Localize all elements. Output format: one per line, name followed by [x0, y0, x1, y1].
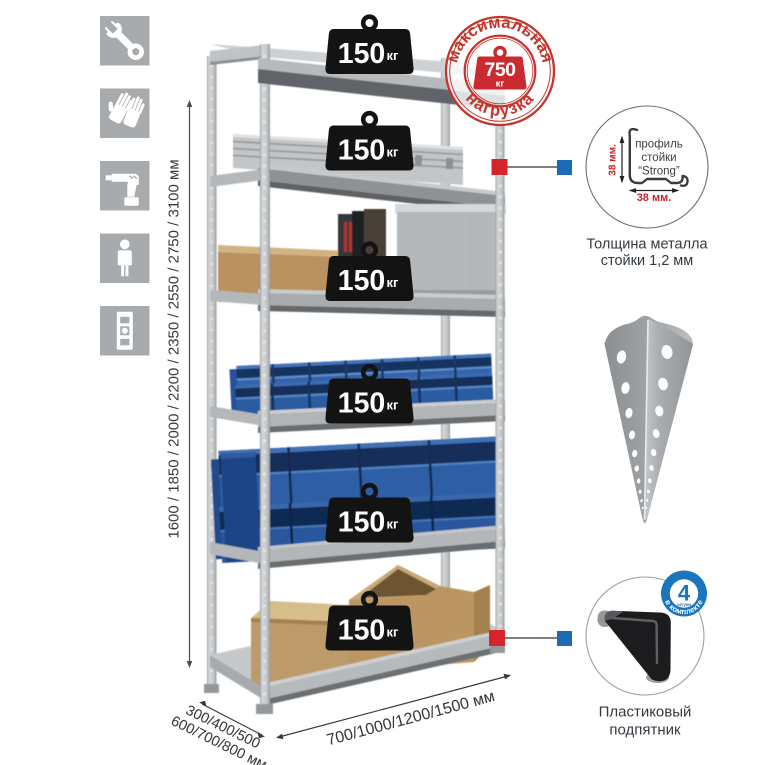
svg-text:38 мм.: 38 мм. — [637, 192, 672, 204]
svg-text:стойки: стойки — [641, 152, 676, 164]
svg-text:стойки 1,2 мм: стойки 1,2 мм — [601, 253, 694, 269]
svg-text:Толщина металла: Толщина металла — [586, 237, 708, 253]
svg-text:Пластиковый: Пластиковый — [599, 704, 692, 721]
svg-text:подпятник: подпятник — [609, 722, 681, 739]
svg-text:4: 4 — [678, 581, 691, 606]
svg-text:“Strong”: “Strong” — [638, 166, 680, 178]
svg-text:штуки: штуки — [677, 602, 691, 607]
svg-text:750: 750 — [484, 59, 516, 81]
svg-text:38 мм.: 38 мм. — [608, 144, 619, 176]
svg-text:кг: кг — [496, 79, 505, 90]
svg-text:1600 / 1850 / 2000 / 2200 / 23: 1600 / 1850 / 2000 / 2200 / 2350 / 2550 … — [166, 159, 183, 538]
svg-text:профиль: профиль — [635, 139, 683, 151]
